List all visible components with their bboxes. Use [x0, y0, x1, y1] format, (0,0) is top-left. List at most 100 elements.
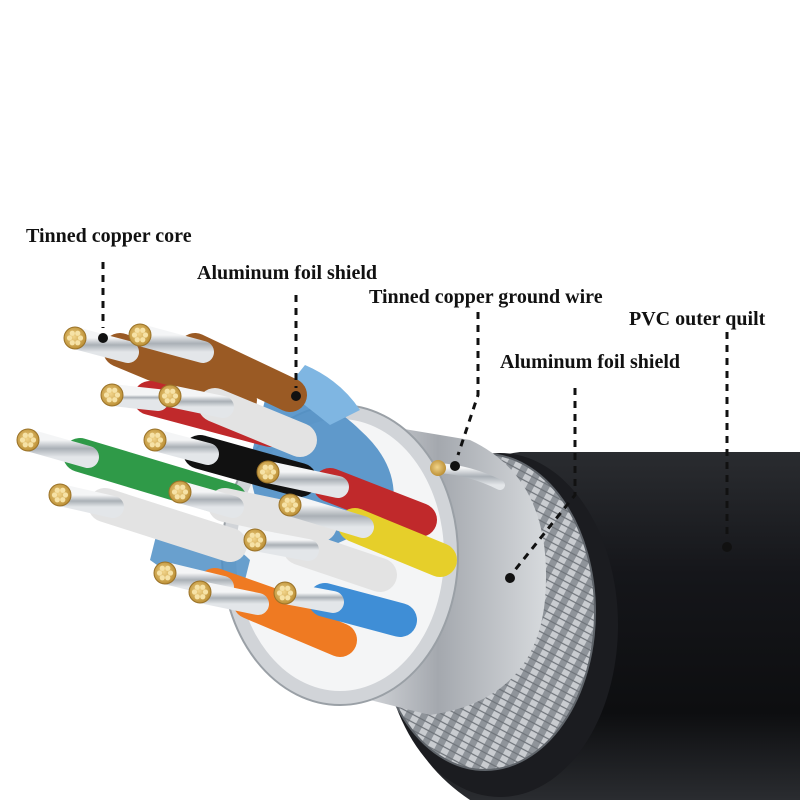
conductor-bundle [16, 323, 457, 657]
strand-end [284, 507, 290, 513]
strand-end [51, 492, 58, 498]
conductor-13 [188, 580, 357, 657]
conductor-8 [168, 480, 337, 542]
strand-end [77, 335, 84, 341]
strand-end [174, 484, 180, 490]
label-tinned-copper-core: Tinned copper core [26, 225, 192, 247]
strand-end [149, 442, 155, 448]
strand-end [268, 464, 274, 470]
strand-end [30, 437, 37, 443]
strand-end [174, 494, 180, 500]
strand-end [131, 332, 138, 338]
strand-end [161, 393, 168, 399]
strand-end [155, 442, 161, 448]
tinned-copper-tip [143, 428, 167, 452]
strand-end [134, 337, 140, 343]
strand-end [28, 442, 34, 448]
tinned-copper-tip [63, 326, 87, 350]
tinned-copper-tip [158, 384, 182, 408]
tinned-copper-tip [48, 483, 72, 507]
strand-end [159, 565, 165, 571]
strand-end [66, 335, 73, 341]
strand-end [146, 437, 153, 443]
strand-end [255, 532, 261, 538]
tinned-copper-tip [153, 561, 177, 585]
strand-end [157, 437, 164, 443]
strand-end [149, 432, 155, 438]
strand-end [268, 474, 274, 480]
strand-end [62, 492, 69, 498]
strand-end [155, 432, 161, 438]
strand-end [270, 469, 277, 475]
tinned-copper-tip [273, 581, 297, 605]
tinned-copper-tip [188, 580, 212, 604]
conductor-14 [273, 581, 417, 637]
strand-end [262, 464, 268, 470]
strand-end [279, 585, 285, 591]
conductor-insulation [88, 488, 247, 562]
leader-ground-wire [456, 312, 480, 456]
leader-core-dot [98, 333, 108, 343]
strand-end [246, 537, 253, 543]
conductor-11 [243, 528, 397, 592]
strand-end [156, 570, 163, 576]
strand-end [69, 330, 75, 336]
conductor-strands [279, 494, 374, 538]
tinned-copper-tip [128, 323, 152, 347]
conductor-7 [48, 483, 247, 562]
tinned-copper-tip [243, 528, 267, 552]
strand-end [194, 594, 200, 600]
strand-end [114, 392, 121, 398]
strand-end [106, 397, 112, 403]
strand-end [171, 489, 178, 495]
strand-end [285, 595, 291, 601]
strand-end [164, 388, 170, 394]
strand-end [200, 584, 206, 590]
strand-end [284, 497, 290, 503]
tinned-copper-tip [256, 460, 280, 484]
strand-end [262, 474, 268, 480]
label-pvc-outer-quilt: PVC outer quilt [629, 308, 766, 330]
conductor-strands [257, 461, 349, 498]
strand-end [134, 327, 140, 333]
strand-end [167, 570, 174, 576]
leader-outer-quilt-dot [722, 542, 732, 552]
strand-end [249, 532, 255, 538]
strand-end [290, 497, 296, 503]
strand-end [75, 330, 81, 336]
strand-end [54, 497, 60, 503]
strand-end [292, 502, 299, 508]
label-tinned-copper-ground-wire: Tinned copper ground wire [369, 286, 603, 308]
conductor-9 [256, 460, 437, 537]
conductor-2 [128, 323, 307, 412]
strand-end [28, 432, 34, 438]
strand-end [75, 340, 81, 346]
strand-end [19, 437, 26, 443]
strand-end [60, 487, 66, 493]
strand-end [170, 388, 176, 394]
strand-end [22, 432, 28, 438]
strand-end [249, 542, 255, 548]
strand-end [22, 442, 28, 448]
ground-wire [430, 460, 505, 490]
strand-end [69, 340, 75, 346]
tinned-copper-tip [100, 383, 124, 407]
strand-end [259, 469, 266, 475]
leader-foil-outer [513, 388, 577, 571]
strand-end [140, 337, 146, 343]
strand-end [112, 387, 118, 393]
leader-lines [98, 262, 732, 583]
strand-end [159, 575, 165, 581]
leader-foil-inner-dot [291, 391, 301, 401]
strand-end [285, 585, 291, 591]
strand-end [279, 595, 285, 601]
strand-end [276, 590, 283, 596]
strand-end [200, 594, 206, 600]
strand-end [165, 565, 171, 571]
strand-end [287, 590, 294, 596]
strand-end [170, 398, 176, 404]
strand-end [54, 487, 60, 493]
leader-ground-wire-dot [450, 461, 460, 471]
